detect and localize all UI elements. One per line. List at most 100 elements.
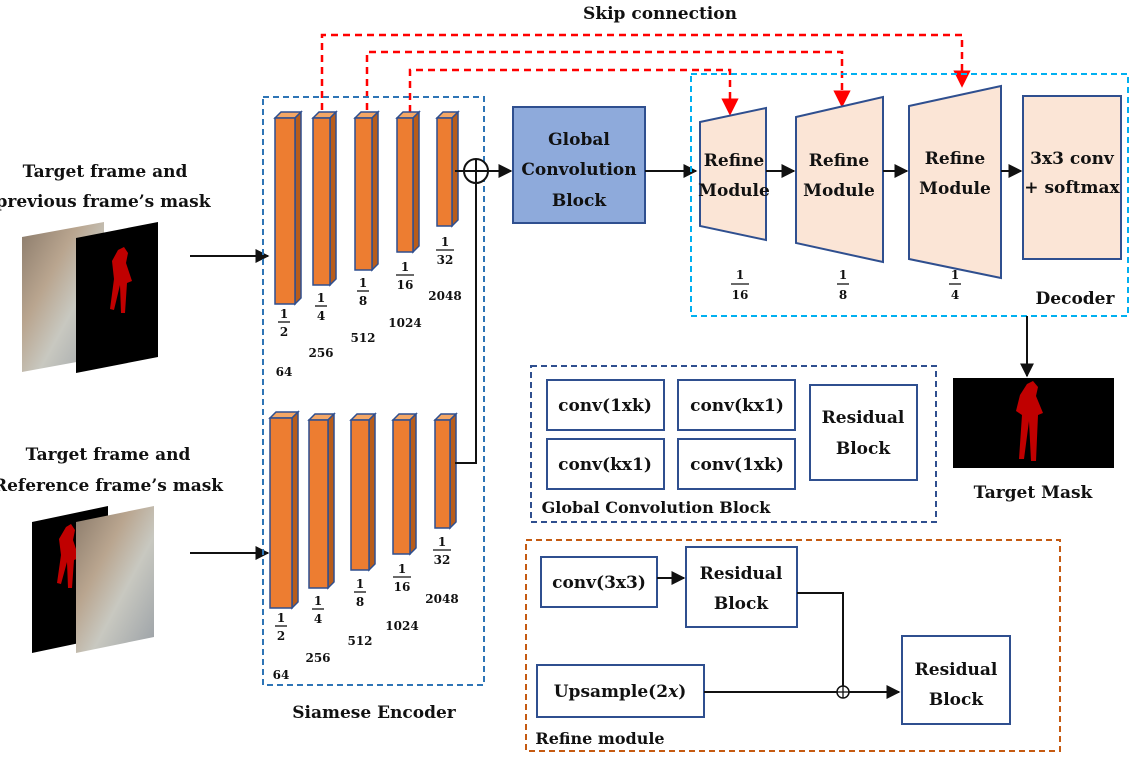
refine-conv3-label: conv(3x3) (552, 573, 646, 593)
encoder-bottom-bar-3 (349, 412, 377, 572)
svg-text:8: 8 (839, 288, 847, 302)
input-top-line2: previous frame’s mask (0, 192, 212, 212)
gcb-detail-label: Global Convolution Block (542, 498, 772, 517)
fraction-numerator: 1 (277, 611, 285, 625)
encoder-bottom-fraction-4: 116 (393, 562, 411, 594)
encoder-bottom-bar-5 (433, 412, 458, 530)
encoder-top-bar-2 (311, 110, 338, 287)
refine-detail-label: Refine module (535, 729, 664, 748)
decoder-fraction-1: 1 16 (731, 268, 749, 302)
fraction-numerator: 1 (441, 235, 449, 249)
refine1-line2: Module (698, 181, 770, 201)
input-bottom-line1: Target frame and (26, 445, 191, 465)
encoder-top-fraction-2: 14 (315, 291, 327, 323)
encoder-top-channel-4: 1024 (388, 316, 421, 330)
refine-detail-box (525, 539, 1061, 752)
encoder-bottom-channel-1: 64 (273, 668, 290, 682)
encoder-top-fraction-4: 116 (396, 260, 414, 292)
input-top-line1: Target frame and (23, 162, 188, 182)
refine1-line1: Refine (704, 151, 765, 171)
encoder-top-channel-2: 256 (308, 346, 333, 360)
encoder-top-bar-1 (273, 110, 303, 306)
refine-residual1-line2: Block (714, 594, 770, 614)
fraction-numerator: 1 (401, 260, 409, 274)
silhouette-icon (1016, 381, 1043, 461)
encoder-top-fraction-1: 12 (278, 307, 290, 339)
encoder-top-channel-5: 2048 (428, 289, 461, 303)
refine3-line2: Module (919, 179, 991, 199)
refine-upsample-label: Upsample(2x) (554, 682, 687, 702)
fraction-numerator: 1 (438, 535, 446, 549)
input-images-top (22, 222, 158, 373)
fraction-denominator: 16 (397, 278, 414, 292)
fraction-numerator: 1 (356, 577, 364, 591)
fraction-numerator: 1 (317, 291, 325, 305)
encoder-bottom-channel-2: 256 (305, 651, 330, 665)
refine-module-3 (908, 84, 1002, 280)
gcb-conv-1xk-top (546, 379, 665, 431)
refine-conv3-box (540, 556, 658, 608)
target-mask-label: Target Mask (974, 483, 1094, 503)
svg-text:4: 4 (951, 288, 959, 302)
silhouette-icon (110, 247, 132, 313)
gcb-conv-kx1-top-label: conv(kx1) (690, 396, 784, 416)
decoder-fraction-2: 1 8 (837, 268, 849, 302)
fraction-denominator: 4 (317, 309, 325, 323)
encoder-top-bar-3 (353, 110, 380, 272)
svg-text:1: 1 (951, 268, 959, 282)
skip-line-3 (408, 68, 739, 116)
upsample-var: x (667, 682, 679, 702)
gcb-line2: Convolution (521, 160, 636, 180)
residual-to-sum-line (797, 592, 844, 686)
decoder-fraction-3: 1 4 (949, 268, 961, 302)
silhouette-icon (57, 524, 79, 588)
gcb-conv-1xk-bottom-label: conv(1xk) (690, 455, 784, 475)
gcb-conv-1xk-top-label: conv(1xk) (558, 396, 652, 416)
encoder-bottom-channel-5: 2048 (425, 592, 458, 606)
gcb-conv-kx1-bottom-label: conv(kx1) (558, 455, 652, 475)
fraction-numerator: 1 (398, 562, 406, 576)
encoder-bottom-fraction-3: 18 (354, 577, 366, 609)
input-bottom-line2: Reference frame’s mask (0, 476, 224, 496)
refine-residual1-line1: Residual (700, 564, 783, 584)
encoder-top-fraction-3: 18 (357, 276, 369, 308)
gcb-residual-line1: Residual (822, 408, 905, 428)
svg-text:16: 16 (732, 288, 749, 302)
encoder-bottom-bar-1 (268, 410, 300, 610)
fraction-denominator: 2 (277, 629, 285, 643)
encoder-top-bar-4 (395, 110, 421, 254)
encoder-bottom-channel-4: 1024 (385, 619, 418, 633)
skip-connection-label: Skip connection (583, 4, 737, 24)
refine-residual-block-2 (901, 635, 1011, 725)
refine2-line2: Module (803, 181, 875, 201)
reference-frame-image (76, 506, 154, 653)
skip-connections (320, 33, 971, 116)
fraction-numerator: 1 (280, 307, 288, 321)
global-convolution-block (512, 106, 646, 224)
gcb-conv-1xk-bottom (677, 438, 796, 490)
fraction-denominator: 32 (434, 553, 451, 567)
encoder-bottom-bar-2 (307, 412, 336, 590)
fraction-numerator: 1 (314, 594, 322, 608)
encoder-top-channel-1: 64 (276, 365, 293, 379)
fraction-denominator: 8 (359, 294, 367, 308)
svg-text:1: 1 (736, 268, 744, 282)
skip-line-1 (320, 33, 971, 110)
refine2-line1: Refine (809, 151, 870, 171)
svg-text:1: 1 (839, 268, 847, 282)
encoder-bottom-fraction-2: 14 (312, 594, 324, 626)
conv-softmax-line1: 3x3 conv (1030, 149, 1115, 169)
gcb-residual-block (809, 384, 918, 481)
skip-line-2 (365, 50, 851, 110)
gcb-conv-kx1-bottom (546, 438, 665, 490)
encoder-top-bar-5 (435, 110, 460, 228)
refine-module-1 (699, 106, 767, 242)
siamese-encoder-label: Siamese Encoder (292, 703, 457, 723)
refine-upsample-box (536, 664, 705, 718)
refine-residual2-line2: Block (929, 690, 985, 710)
fraction-denominator: 32 (437, 253, 454, 267)
fraction-denominator: 8 (356, 595, 364, 609)
